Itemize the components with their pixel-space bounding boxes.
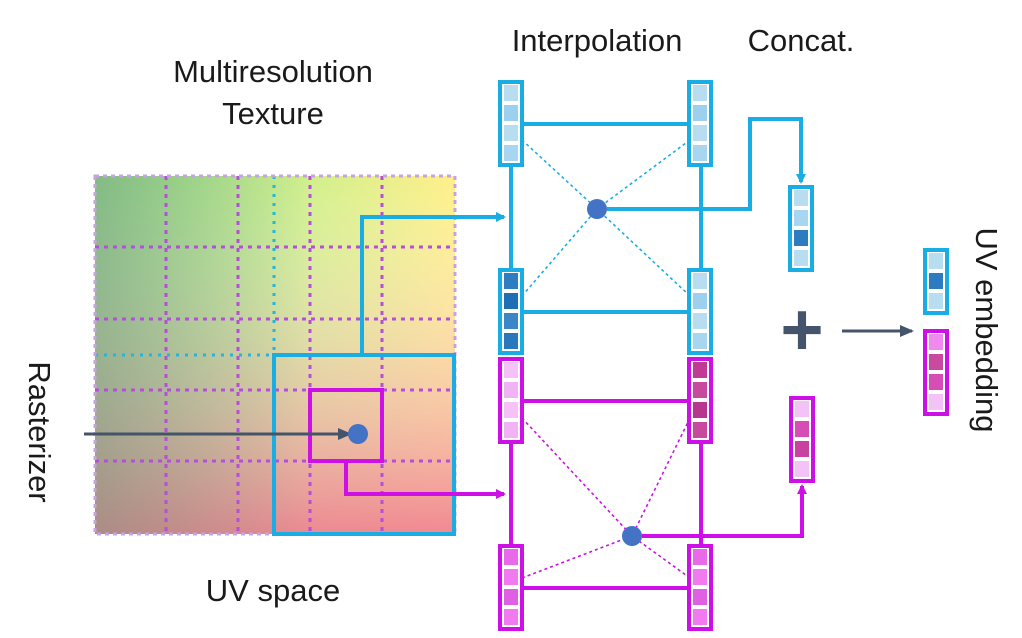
vector-cell — [929, 374, 943, 390]
vector-cell — [929, 293, 943, 309]
vector-frame — [923, 329, 949, 416]
feature-vector-mag-concat — [789, 396, 815, 483]
vector-frame — [788, 185, 814, 272]
coarse-to-interp-arrow — [360, 212, 506, 355]
vector-cell — [693, 589, 707, 605]
vector-frame — [498, 80, 524, 167]
feature-vector-blue-concat — [788, 185, 814, 272]
vector-frame — [687, 357, 713, 444]
vector-cell — [929, 354, 943, 370]
blue-interpolation-frame — [509, 122, 703, 314]
vector-cell — [794, 230, 808, 246]
vector-cell — [929, 394, 943, 410]
vector-cell — [794, 250, 808, 266]
vector-cell — [693, 382, 707, 398]
vector-cell — [693, 145, 707, 161]
vector-frame — [498, 268, 524, 355]
vector-cell — [693, 609, 707, 625]
vector-cell — [504, 362, 518, 378]
vector-cell — [693, 422, 707, 438]
vector-cell — [693, 362, 707, 378]
feature-vector-mag-top-left — [498, 357, 524, 444]
vector-cell — [504, 273, 518, 289]
texture-label: Texture — [222, 96, 324, 131]
vector-cell — [504, 382, 518, 398]
multiresolution-label: Multiresolution — [173, 54, 373, 89]
feature-vector-mag-top-right — [687, 357, 713, 444]
rasterizer-label: Rasterizer — [22, 361, 57, 502]
vector-cell — [504, 313, 518, 329]
magenta-concat-arrow — [642, 484, 807, 538]
vector-cell — [504, 569, 518, 585]
feature-vector-blue-bot-right — [687, 268, 713, 355]
vector-cell — [504, 105, 518, 121]
vector-cell — [504, 609, 518, 625]
vector-cell — [794, 210, 808, 226]
vector-frame — [687, 80, 713, 167]
vector-cell — [504, 589, 518, 605]
vector-cell — [693, 293, 707, 309]
concat-label: Concat. — [748, 23, 855, 58]
vector-cell — [504, 85, 518, 101]
vector-cell — [693, 569, 707, 585]
uv-sample-point — [348, 424, 368, 444]
vector-cell — [794, 190, 808, 206]
vector-cell — [929, 334, 943, 350]
vector-cell — [504, 422, 518, 438]
plus-operator: + — [780, 288, 823, 371]
magenta-interpolation-frame — [509, 399, 703, 590]
vector-cell — [693, 105, 707, 121]
vector-frame — [498, 544, 524, 631]
vector-cell — [693, 313, 707, 329]
vector-cell — [795, 461, 809, 477]
interpolation-label: Interpolation — [512, 23, 683, 58]
vector-cell — [693, 549, 707, 565]
feature-vector-blue-top-left — [498, 80, 524, 167]
vector-cell — [504, 402, 518, 418]
vector-cell — [693, 125, 707, 141]
vector-cell — [693, 273, 707, 289]
feature-vector-blue-top-right — [687, 80, 713, 167]
feature-vector-mag-bot-left — [498, 544, 524, 631]
vector-cell — [693, 85, 707, 101]
feature-vector-blue-bot-left — [498, 268, 524, 355]
vector-frame — [789, 396, 815, 483]
vector-cell — [929, 273, 943, 289]
vector-cell — [795, 441, 809, 457]
uv-space-label: UV space — [206, 573, 340, 608]
feature-vector-mag-bot-right — [687, 544, 713, 631]
vector-frame — [687, 268, 713, 355]
vector-cell — [504, 549, 518, 565]
vector-cell — [795, 401, 809, 417]
fine-to-interp-arrow — [344, 461, 506, 499]
blue-interp-point — [587, 199, 607, 219]
feature-vector-out-mag — [923, 329, 949, 416]
vector-cell — [693, 402, 707, 418]
feature-vector-out-blue — [923, 248, 949, 315]
vector-cell — [504, 333, 518, 349]
vector-cell — [504, 125, 518, 141]
vector-cell — [693, 333, 707, 349]
magenta-interp-point — [622, 526, 642, 546]
vector-cell — [795, 421, 809, 437]
vector-cell — [504, 293, 518, 309]
vector-frame — [687, 544, 713, 631]
vector-cell — [504, 145, 518, 161]
blue-concat-arrow — [607, 117, 806, 211]
uv-embedding-label: UV embedding — [969, 227, 1004, 432]
vector-frame — [498, 357, 524, 444]
vector-cell — [929, 253, 943, 269]
